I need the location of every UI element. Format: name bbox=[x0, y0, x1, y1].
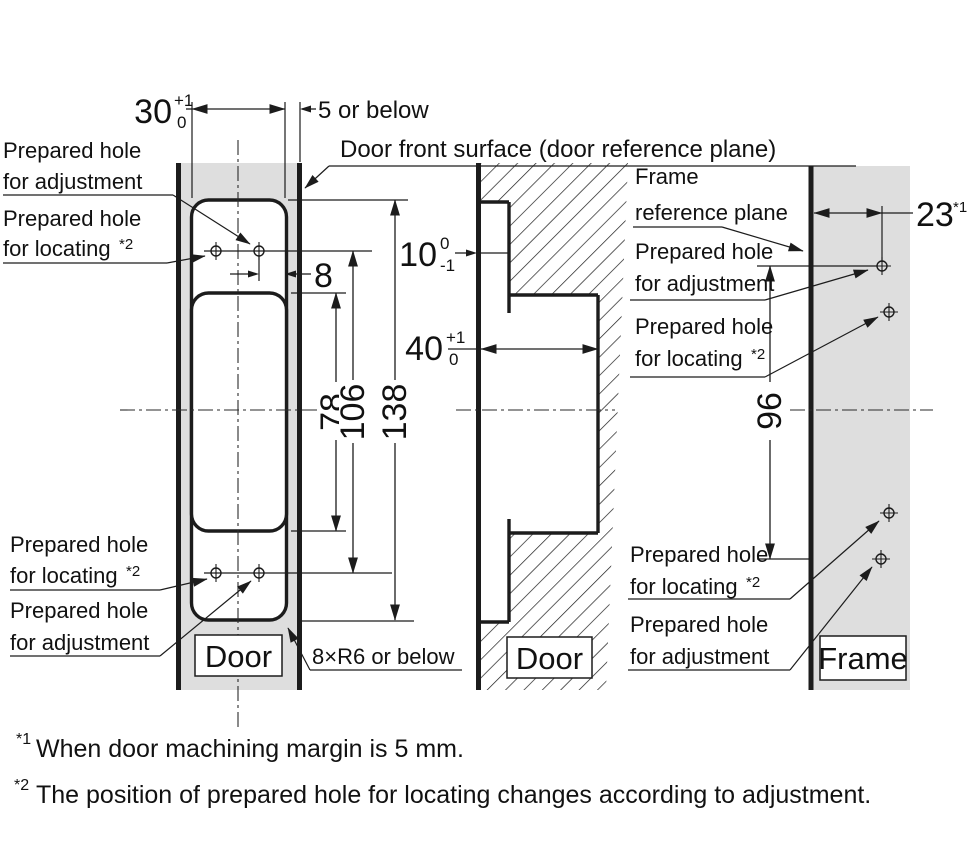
door-section-panel bbox=[456, 163, 628, 690]
ref2-marker: *2 bbox=[126, 563, 140, 580]
dim-30-lower-tol: 0 bbox=[177, 113, 186, 132]
dimension-5-or-below: 5 or below bbox=[299, 97, 429, 162]
leader-line bbox=[789, 566, 873, 671]
dim-text-mask bbox=[379, 380, 413, 443]
dimension-30: 30 +1 0 bbox=[134, 91, 286, 198]
dimension-23: 23 *1 bbox=[813, 196, 967, 261]
dim-10-value: 10 bbox=[399, 236, 437, 274]
leader-line bbox=[721, 226, 804, 252]
dim-106-value: 106 bbox=[334, 384, 372, 441]
door-section-label-box bbox=[506, 636, 593, 679]
for-adjustment-label: for adjustment bbox=[635, 271, 774, 296]
ref2-marker: *2 bbox=[119, 236, 133, 253]
arrowhead-icon bbox=[248, 270, 259, 278]
for-locating-label: for locating bbox=[630, 574, 738, 599]
frame-panel bbox=[790, 166, 933, 690]
leader-line bbox=[764, 316, 879, 378]
leader-line bbox=[166, 254, 206, 264]
dim-8-value: 8 bbox=[314, 257, 333, 295]
dim-text-mask bbox=[339, 380, 373, 443]
dim-40-lower-tol: 0 bbox=[449, 350, 458, 369]
radius-note-label: 8×R6 or below bbox=[312, 644, 455, 669]
footnotes: *1 When door machining margin is 5 mm. *… bbox=[14, 731, 871, 809]
dim-30-value: 30 bbox=[134, 93, 172, 131]
arrowhead-icon bbox=[466, 249, 477, 257]
dimension-10: 10 0 -1 bbox=[399, 234, 509, 275]
leader-line bbox=[287, 627, 311, 671]
leader-line bbox=[159, 577, 208, 591]
part-name-boxes: Door Door Frame bbox=[194, 634, 908, 681]
for-locating-label: for locating bbox=[10, 563, 118, 588]
footnote1-marker: *1 bbox=[16, 731, 31, 748]
dimension-106: 106 bbox=[334, 250, 373, 574]
door-front-surface-label: Door front surface (door reference plane… bbox=[340, 136, 776, 163]
frame-label: Frame bbox=[818, 641, 908, 676]
prepared-hole-label: Prepared hole bbox=[3, 138, 141, 163]
leader-line bbox=[789, 520, 880, 600]
door-front-surface-callout: Door front surface (door reference plane… bbox=[304, 136, 856, 189]
door-label: Door bbox=[516, 641, 583, 676]
hole-locating-bottom-frame bbox=[880, 504, 898, 522]
frame-band bbox=[812, 166, 910, 690]
dim-40-value: 40 bbox=[405, 330, 443, 368]
hole-row-extension-lines bbox=[204, 250, 392, 574]
leader-line bbox=[159, 580, 252, 657]
leader-line bbox=[172, 194, 251, 245]
prepared-hole-label: Prepared hole bbox=[630, 612, 768, 637]
prepared-hole-label: Prepared hole bbox=[3, 206, 141, 231]
leader-line bbox=[304, 165, 330, 189]
deep-pocket-outline bbox=[189, 291, 289, 533]
dim-10-upper-tol: 0 bbox=[440, 234, 449, 253]
for-locating-label: for locating bbox=[635, 346, 743, 371]
for-adjustment-label: for adjustment bbox=[10, 630, 149, 655]
dim-138-value: 138 bbox=[376, 384, 414, 441]
prepared-hole-label: Prepared hole bbox=[630, 542, 768, 567]
ref2-marker: *2 bbox=[746, 574, 760, 591]
prepared-hole-label: Prepared hole bbox=[635, 239, 773, 264]
footnote1-text: When door machining margin is 5 mm. bbox=[36, 735, 464, 763]
hole-adjustment-bottom-frame bbox=[872, 550, 890, 568]
frame-callouts: Frame reference plane Prepared hole for … bbox=[628, 164, 880, 671]
hole-locating-top-frame bbox=[880, 303, 898, 321]
prepared-hole-label: Prepared hole bbox=[10, 532, 148, 557]
dimension-96: 96 bbox=[751, 265, 877, 560]
dim-30-upper-tol: +1 bbox=[174, 91, 193, 110]
dimension-138: 138 bbox=[288, 199, 414, 622]
left-callouts: Prepared hole for adjustment Prepared ho… bbox=[3, 138, 252, 657]
dim-text-mask bbox=[754, 382, 786, 440]
radius-callout: 8×R6 or below bbox=[287, 627, 462, 671]
prepared-hole-label: Prepared hole bbox=[10, 598, 148, 623]
ref2-marker: *2 bbox=[751, 346, 765, 363]
dimension-40: 40 +1 0 bbox=[405, 328, 599, 369]
dim-10-lower-tol: -1 bbox=[440, 256, 455, 275]
for-locating-label: for locating bbox=[3, 236, 111, 261]
door-label-box bbox=[194, 634, 283, 677]
frame-reference-label-line2: reference plane bbox=[635, 200, 788, 225]
door-label: Door bbox=[205, 639, 272, 674]
frame-label-box bbox=[819, 635, 907, 681]
arrowhead-icon bbox=[285, 270, 296, 278]
prepared-hole-label: Prepared hole bbox=[635, 314, 773, 339]
frame-reference-label-line1: Frame bbox=[635, 164, 699, 189]
arrowhead-icon bbox=[300, 105, 311, 113]
footnote2-marker: *2 bbox=[14, 777, 29, 794]
leader-line bbox=[764, 269, 869, 301]
footnote2-text: The position of prepared hole for locati… bbox=[36, 781, 871, 809]
dim-96-value: 96 bbox=[751, 392, 789, 430]
mortise-profile-lines bbox=[481, 200, 600, 624]
for-adjustment-label: for adjustment bbox=[630, 644, 769, 669]
dimension-8: 8 bbox=[230, 256, 333, 295]
for-adjustment-label: for adjustment bbox=[3, 169, 142, 194]
five-or-below-label: 5 or below bbox=[318, 97, 429, 124]
dim-40-upper-tol: +1 bbox=[446, 328, 465, 347]
dim-23-ref: *1 bbox=[953, 199, 967, 216]
dim-23-value: 23 bbox=[916, 196, 954, 234]
